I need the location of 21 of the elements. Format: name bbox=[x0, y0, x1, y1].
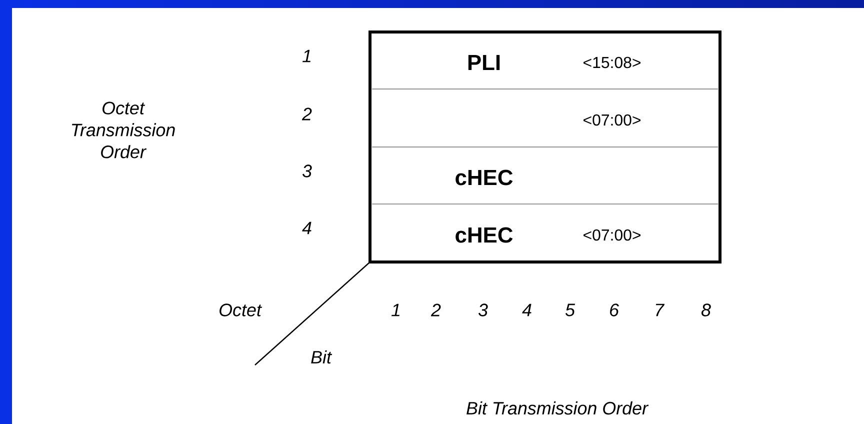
axis-label: 3 bbox=[478, 304, 488, 316]
axis-label: 2 bbox=[302, 108, 312, 120]
axis-label: Bit Transmission Order bbox=[466, 401, 649, 415]
axis-label: 4 bbox=[522, 304, 532, 316]
table-row: cHEC <07:00> bbox=[456, 227, 640, 243]
axis-label: 7 bbox=[656, 304, 665, 316]
axis-label: Octet bbox=[220, 304, 262, 316]
axis-label: 5 bbox=[565, 304, 576, 316]
axis-label: 3 bbox=[302, 164, 312, 178]
axis-label: Bit bbox=[311, 350, 332, 364]
table-row: cHEC bbox=[456, 170, 513, 186]
table-row: <07:00> bbox=[584, 114, 640, 126]
axis-label: 4 bbox=[302, 222, 312, 234]
axis-label: 6 bbox=[610, 304, 619, 316]
axis-label: Octet Transmission Order bbox=[72, 102, 175, 158]
table-row: PLI <15:08> bbox=[468, 54, 640, 70]
table-frame bbox=[368, 30, 722, 264]
axis-label: 8 bbox=[702, 304, 711, 316]
axis-label: 1 bbox=[302, 50, 310, 62]
axis-label: 1 bbox=[392, 304, 400, 316]
axis-label: 2 bbox=[430, 304, 441, 316]
